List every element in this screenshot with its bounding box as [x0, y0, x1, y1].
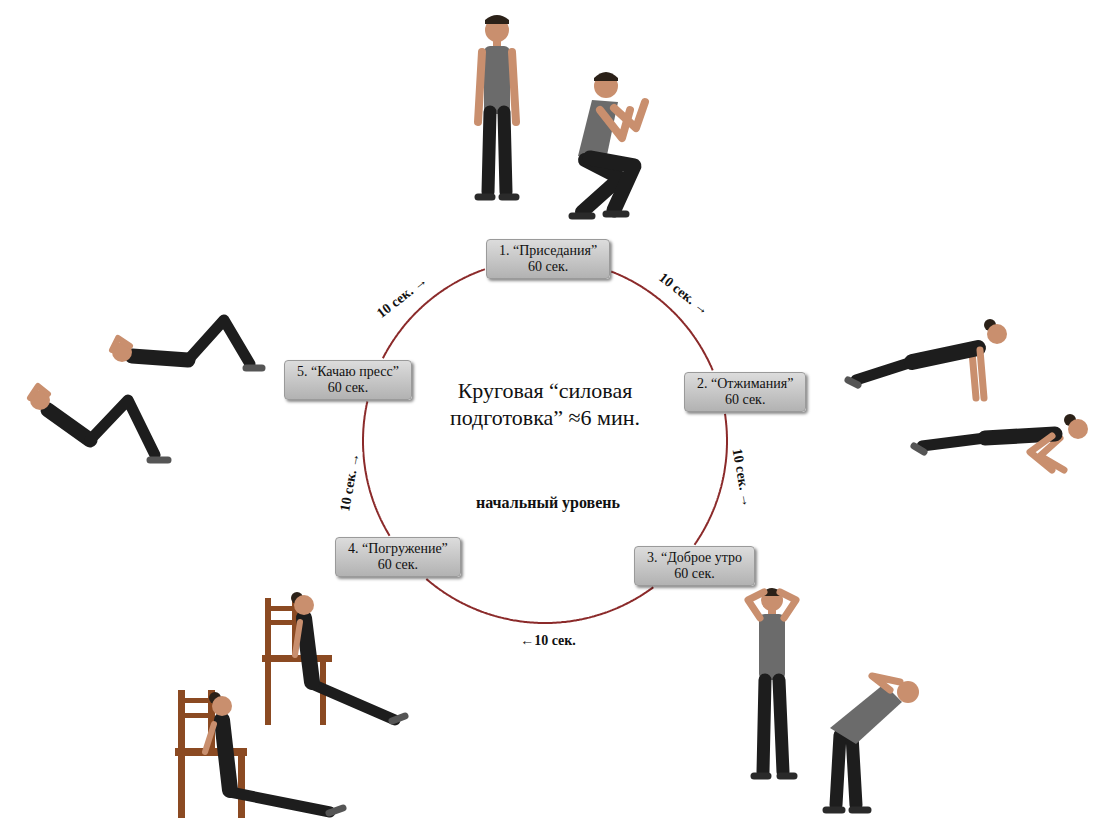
squat-figure-standing-part [484, 46, 510, 114]
good-morning-figure-bent-part [897, 681, 919, 703]
exercise-duration: 60 сек. [499, 259, 597, 275]
good-morning-figure-bent [826, 676, 919, 810]
chair-low-part [178, 713, 215, 718]
crunch-figure-curled-part [150, 457, 168, 464]
crunch-figure-curled-part [90, 400, 155, 455]
exercise-name: 4. “Погружение” [348, 541, 448, 557]
squat-figure-standing-part [488, 112, 490, 192]
dip-figure-high-part [304, 618, 312, 682]
level-label: начальный уровень [476, 494, 620, 512]
pushup-figure-low-part [1068, 419, 1088, 439]
squat-figure-standing-part [512, 52, 516, 122]
dip-figure-low-part [205, 724, 214, 752]
pushup-figure-low-part [922, 438, 985, 446]
good-morning-figure-standing-part [763, 680, 765, 772]
good-morning-figure-bent-part [836, 735, 840, 805]
pushup-figure-high-part [912, 348, 978, 362]
squat-figure-low-part [614, 102, 645, 128]
squat-figure-low [572, 72, 645, 216]
crunch-figure-lying-part [188, 320, 250, 364]
exercise-duration: 60 сек. [297, 380, 399, 396]
circuit-arc [363, 401, 390, 535]
crunch-figure-curled-part [48, 410, 90, 440]
circuit-arc [695, 414, 728, 545]
dip-figure-low [205, 692, 343, 813]
exercise-duration: 60 сек. [647, 566, 742, 582]
chair-low-part [175, 748, 247, 756]
crunch-figure-lying [112, 320, 262, 368]
dip-figure-low-part [222, 720, 230, 790]
squat-figure-standing-part [502, 194, 516, 201]
transition-time: 10 сек. → [654, 268, 713, 319]
pushup-figure-high-part [972, 352, 976, 398]
exercise-duration: 60 сек. [697, 392, 793, 408]
crunch-figure-lying-part [132, 356, 188, 360]
dip-figure-high-part [295, 622, 300, 655]
squat-figure-low-part [594, 72, 618, 81]
squat-figure-low-part [590, 158, 634, 210]
exercise-name: 2. “Отжимания” [697, 376, 793, 392]
exercise-box: 3. “Доброе утро60 сек. [634, 546, 755, 586]
good-morning-figure-standing [748, 588, 796, 776]
pushup-figure-low-part [1030, 436, 1052, 470]
exercise-box: 4. “Погружение”60 сек. [335, 537, 461, 577]
good-morning-figure-bent-part [852, 735, 856, 805]
good-morning-figure-standing-part [779, 680, 783, 772]
dip-figure-high-part [294, 595, 314, 615]
crunch-figure-curled-part [30, 386, 48, 398]
good-morning-figure-standing-part [780, 592, 796, 618]
good-morning-figure-bent-part [826, 807, 842, 814]
dip-figure-high-part [392, 716, 405, 721]
crunch-figure-lying-part [246, 365, 262, 372]
exercise-name: 3. “Доброе утро [647, 550, 742, 566]
exercise-box: 5. “Качаю пресс”60 сек. [284, 360, 412, 400]
squat-figure-standing [478, 15, 516, 197]
circuit-arc [426, 579, 653, 623]
chair-high-part [265, 620, 298, 625]
circuit-arc [383, 269, 485, 358]
dip-figure-low-part [212, 696, 232, 716]
squat-figure-standing-part [504, 112, 506, 192]
squat-figure-low-part [572, 213, 592, 220]
dip-figure-low-part [230, 792, 330, 812]
pushup-figure-low-part [914, 446, 924, 452]
squat-figure-standing-part [478, 194, 492, 201]
exercise-duration: 60 сек. [348, 557, 448, 573]
exercise-name: 5. “Качаю пресс” [297, 364, 399, 380]
transition-time: 10 сек. → [337, 450, 363, 515]
chair-high-part [265, 606, 298, 611]
diagram-title: Круговая “силовая подготовка” ≈6 мин. [430, 378, 660, 432]
dip-figure-high [291, 592, 405, 721]
dip-figure-low-part [329, 808, 343, 813]
crunch-figure-lying-part [112, 338, 130, 350]
transition-time: 10 сек. → [729, 446, 755, 511]
exercise-box: 1. “Приседания”60 сек. [486, 239, 610, 279]
transition-time: 10 сек. → [372, 271, 431, 322]
pushup-figure-high-part [980, 350, 984, 398]
squat-figure-low-part [606, 211, 626, 218]
squat-figure-standing-part [485, 15, 509, 24]
pushup-figure-high-part [987, 324, 1007, 344]
pushup-figure-high [848, 319, 1007, 398]
good-morning-figure-standing-part [780, 773, 794, 780]
chair-low-part [238, 752, 245, 818]
transition-time: ←10 сек. [518, 633, 578, 648]
chair-high [262, 598, 332, 725]
exercise-box: 2. “Отжимания”60 сек. [684, 372, 806, 412]
pushup-figure-high-part [856, 362, 912, 380]
crunch-figure-curled [30, 386, 168, 460]
dip-figure-high-part [312, 684, 395, 720]
good-morning-figure-standing-part [754, 773, 768, 780]
good-morning-figure-bent-part [852, 807, 868, 814]
good-morning-figure-standing-part [759, 614, 785, 680]
good-morning-figure-standing-part [748, 592, 764, 618]
squat-figure-standing-part [478, 52, 482, 122]
exercise-name: 1. “Приседания” [499, 243, 597, 259]
pushup-figure-high-part [848, 380, 858, 385]
good-morning-figure-bent-part [872, 676, 900, 690]
pushup-figure-low [914, 414, 1088, 470]
